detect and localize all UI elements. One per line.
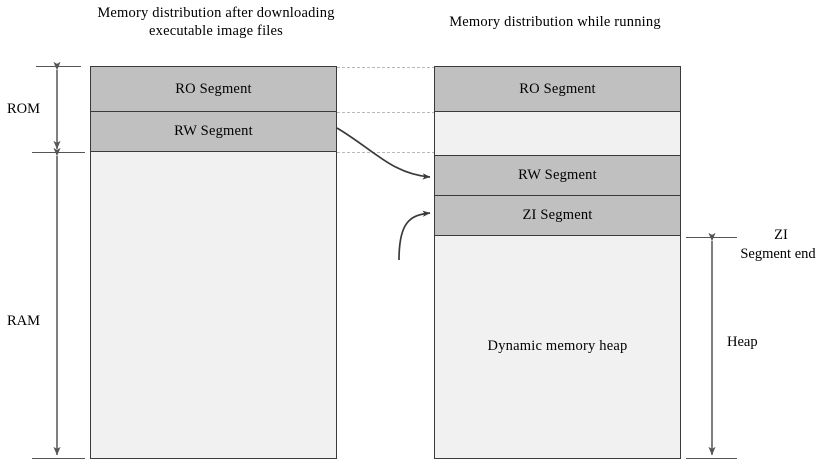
memory-column-while-running: RO Segment RW Segment ZI Segment Dynamic… bbox=[434, 66, 681, 459]
right-segment-rw-label: RW Segment bbox=[518, 167, 597, 183]
zi-segment-creation-arrow bbox=[398, 210, 431, 261]
dotted-link-top bbox=[337, 67, 435, 68]
dotted-link-rw-bottom bbox=[337, 152, 435, 153]
left-segment-rw-label: RW Segment bbox=[174, 123, 253, 139]
ram-bracket-label: RAM bbox=[7, 313, 41, 329]
zi-segment-end-label-line1: ZI bbox=[774, 227, 788, 243]
rom-bracket-label: ROM bbox=[7, 101, 41, 117]
dotted-link-ro-bottom bbox=[337, 112, 435, 113]
left-column-title: Memory distribution after downloading ex… bbox=[97, 5, 335, 39]
right-segment-ro: RO Segment bbox=[435, 67, 680, 112]
heap-bracket-tick-top bbox=[686, 237, 737, 238]
right-segment-gap bbox=[435, 112, 680, 156]
right-column-title: Memory distribution while running bbox=[449, 14, 661, 30]
left-segment-rw: RW Segment bbox=[91, 112, 336, 152]
zi-segment-end-label-line2: Segment end bbox=[740, 246, 816, 262]
right-segment-rw: RW Segment bbox=[435, 156, 680, 196]
left-segment-ro: RO Segment bbox=[91, 67, 336, 112]
heap-bracket-label: Heap bbox=[727, 334, 758, 350]
right-segment-zi: ZI Segment bbox=[435, 196, 680, 236]
right-segment-heap: Dynamic memory heap bbox=[435, 236, 680, 457]
left-segment-free bbox=[91, 152, 336, 457]
right-segment-zi-label: ZI Segment bbox=[522, 207, 593, 223]
heap-bracket-tick-bottom bbox=[686, 458, 737, 459]
rom-bracket-tick-bottom bbox=[32, 152, 85, 153]
right-segment-heap-label: Dynamic memory heap bbox=[487, 338, 628, 354]
rom-bracket-tick-top bbox=[36, 66, 81, 67]
right-segment-ro-label: RO Segment bbox=[519, 80, 596, 97]
left-segment-ro-label: RO Segment bbox=[175, 80, 252, 97]
ram-bracket-tick-bottom bbox=[32, 458, 85, 459]
memory-column-after-download: RO Segment RW Segment bbox=[90, 66, 337, 459]
